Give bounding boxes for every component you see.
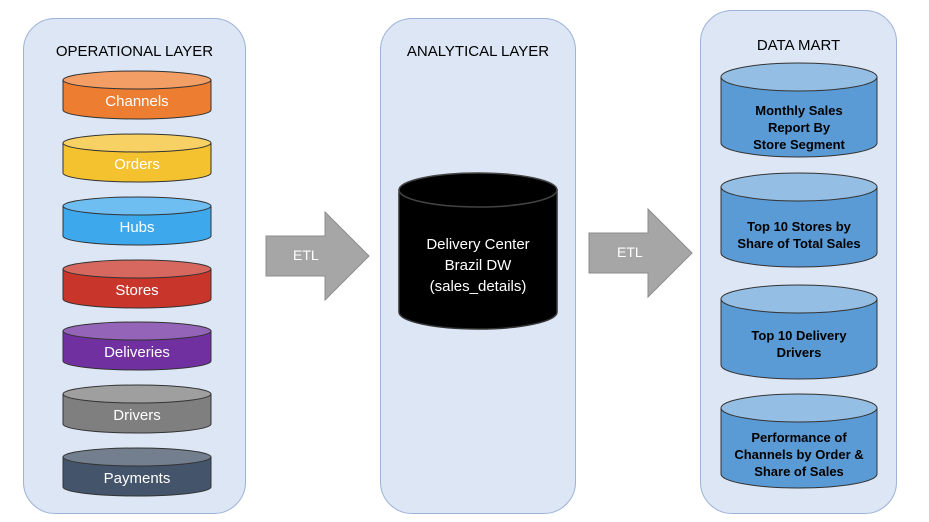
source-table-label: Hubs <box>119 219 155 236</box>
source-table-label: Payments <box>103 470 171 487</box>
source-table-label: Stores <box>115 282 159 299</box>
report-label-line2: Channels by Order & <box>734 447 864 462</box>
report-label-line1: Performance of <box>751 430 847 445</box>
source-table-label: Drivers <box>113 407 161 424</box>
report-label-line2: Report By <box>767 120 831 135</box>
report-label-line1: Top 10 Stores by <box>747 219 851 234</box>
report-label-line2: Share of Total Sales <box>737 236 861 251</box>
source-table-cylinder: Drivers <box>62 384 212 434</box>
etl-right-label: ETL <box>617 244 643 260</box>
cylinder-shape <box>62 133 212 183</box>
etl-arrow-left-shape <box>265 211 370 301</box>
data-mart-title: DATA MART <box>756 37 841 54</box>
cylinder-shape <box>62 447 212 497</box>
cylinder-shape <box>62 259 212 309</box>
report-label-line3: Store Segment <box>753 137 845 152</box>
cylinder-shape <box>62 384 212 434</box>
cylinder-shape <box>720 284 878 380</box>
etl-left-label: ETL <box>293 247 319 263</box>
etl-arrow-right: ETL <box>588 208 694 298</box>
warehouse-cylinder-shape <box>398 172 558 330</box>
cylinder-shape <box>720 172 878 268</box>
cylinder-shape <box>720 393 878 489</box>
warehouse-label-line2: Brazil DW <box>444 257 512 274</box>
operational-layer-title: OPERATIONAL LAYER <box>55 43 214 60</box>
report-cylinder: Performance of Channels by Order & Share o… <box>720 393 878 489</box>
report-label-line2: Drivers <box>776 345 822 360</box>
etl-arrow-right-shape <box>588 208 693 298</box>
source-table-cylinder: Stores <box>62 259 212 309</box>
source-table-label: Channels <box>105 93 169 110</box>
report-cylinder: Top 10 Stores by Share of Total Sales <box>720 172 878 268</box>
warehouse-label-line3: (sales_details) <box>429 278 527 295</box>
source-table-cylinder: Payments <box>62 447 212 497</box>
cylinder-shape <box>62 321 212 371</box>
cylinder-shape <box>62 196 212 246</box>
report-label-line1: Monthly Sales <box>755 103 843 118</box>
report-label-line1: Top 10 Delivery <box>751 328 847 343</box>
source-table-cylinder: Hubs <box>62 196 212 246</box>
source-table-cylinder: Channels <box>62 70 212 120</box>
etl-arrow-left: ETL <box>265 211 371 301</box>
warehouse-label-line1: Delivery Center <box>426 236 530 253</box>
source-table-label: Orders <box>114 156 160 173</box>
cylinder-shape <box>62 70 212 120</box>
source-table-cylinder: Orders <box>62 133 212 183</box>
source-table-label: Deliveries <box>104 344 170 361</box>
analytical-layer-title: ANALYTICAL LAYER <box>406 43 550 60</box>
source-table-cylinder: Deliveries <box>62 321 212 371</box>
report-label-line3: Share of Sales <box>754 464 844 479</box>
cylinder-shape <box>720 62 878 158</box>
warehouse-cylinder: Delivery Center Brazil DW (sales_details… <box>398 172 558 330</box>
